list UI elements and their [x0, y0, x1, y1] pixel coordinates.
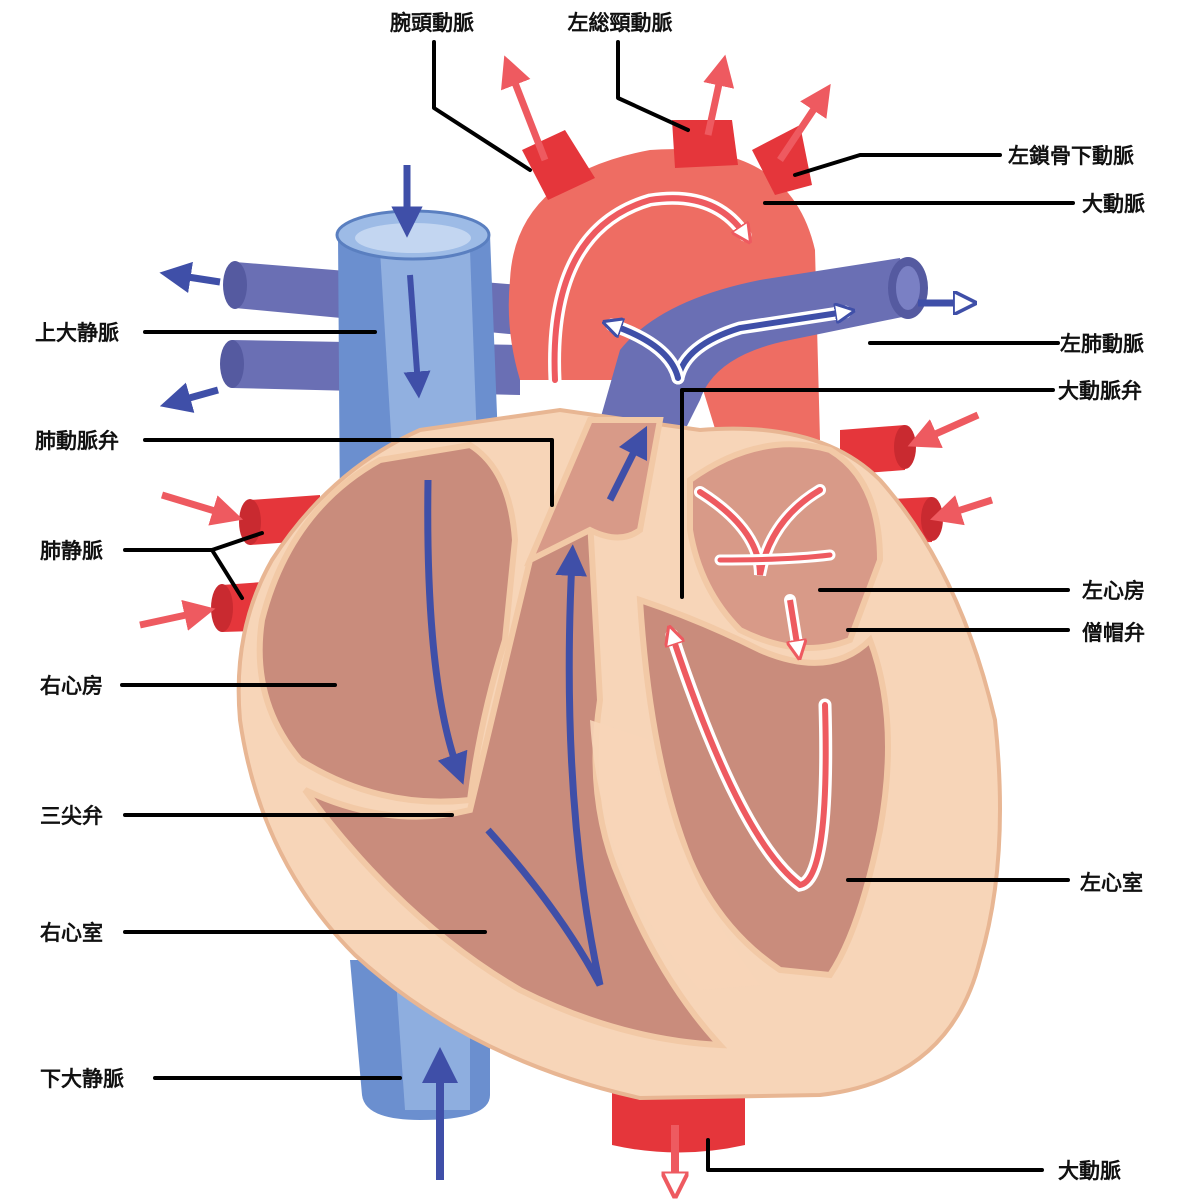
label-inferior-vena-cava: 下大静脈: [40, 1067, 124, 1091]
label-aorta-bottom: 大動脈: [1058, 1159, 1121, 1183]
oxygenated-flow-arrows: [139, 54, 994, 1185]
label-pulmonary-veins: 肺静脈: [40, 539, 103, 563]
interventricular-septum: [590, 720, 760, 990]
label-aortic-valve: 大動脈弁: [1058, 379, 1142, 403]
label-tricuspid-valve: 三尖弁: [40, 804, 103, 828]
right-ventricle-chamber: [302, 516, 728, 1049]
label-aorta-top: 大動脈: [1082, 192, 1145, 216]
label-brachiocephalic-artery: 腕頭動脈: [390, 11, 474, 35]
labels: 腕頭動脈 左総頸動脈 左鎖骨下動脈 大動脈 上大静脈 左肺動脈 大動脈弁 肺動脈…: [35, 11, 1145, 1183]
right-atrium-chamber: [256, 441, 519, 805]
label-left-atrium: 左心房: [1082, 579, 1145, 603]
label-mitral-valve: 僧帽弁: [1082, 621, 1145, 645]
left-atrium-chamber: [687, 441, 884, 651]
descending-aorta: [612, 1090, 745, 1153]
label-left-ventricle: 左心室: [1080, 871, 1143, 895]
pulmonary-trunk: [600, 257, 928, 440]
label-right-ventricle: 右心室: [40, 921, 103, 945]
label-superior-vena-cava: 上大静脈: [35, 321, 119, 345]
label-pulmonary-valve: 肺動脈弁: [35, 429, 119, 453]
label-left-common-carotid: 左総頸動脈: [568, 11, 673, 35]
deoxygenated-flow-arrows: [159, 165, 965, 1180]
aortic-arch: [508, 120, 820, 445]
leader-lines: [120, 40, 1075, 1172]
left-ventricle-chamber: [636, 595, 891, 979]
label-right-atrium: 右心房: [40, 674, 103, 698]
label-left-subclavian: 左鎖骨下動脈: [1008, 144, 1134, 168]
label-left-pulmonary-artery: 左肺動脈: [1060, 332, 1144, 356]
